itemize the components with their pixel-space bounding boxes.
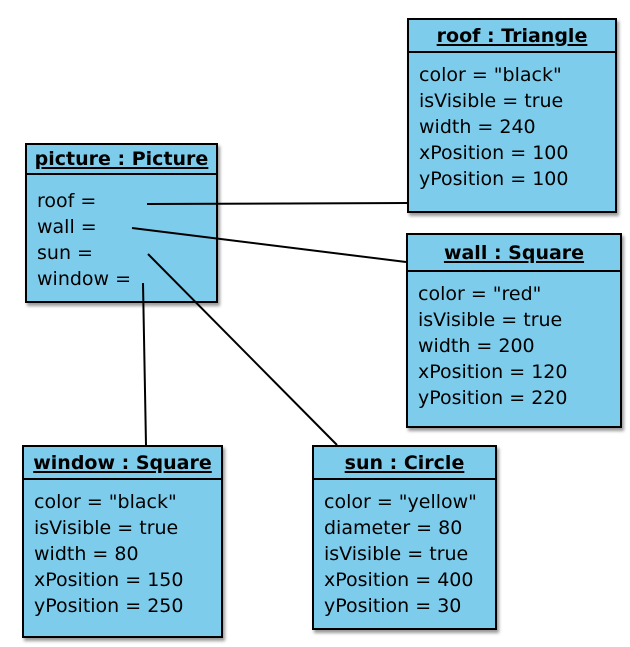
- attr-row: yPosition = 30: [324, 595, 462, 617]
- attr-row: width = 200: [418, 335, 535, 357]
- attr-row: xPosition = 150: [34, 569, 184, 591]
- attr-row: xPosition = 120: [418, 361, 568, 383]
- attr-row: color = "black": [419, 64, 562, 86]
- object-node-window: window : Square color = "black" isVisibl…: [22, 445, 223, 638]
- attr-row: yPosition = 100: [419, 168, 569, 190]
- node-attributes-window: color = "black" isVisible = true width =…: [24, 480, 221, 619]
- node-attributes-wall: color = "red" isVisible = true width = 2…: [408, 272, 620, 411]
- node-title-sun: sun : Circle: [314, 447, 495, 480]
- attr-row: wall =: [37, 216, 97, 238]
- attr-row: isVisible = true: [34, 517, 179, 539]
- object-node-wall: wall : Square color = "red" isVisible = …: [406, 233, 622, 428]
- node-title-wall: wall : Square: [408, 235, 620, 272]
- node-title-roof: roof : Triangle: [409, 20, 615, 53]
- node-title-picture: picture : Picture: [27, 145, 216, 175]
- attr-row: sun =: [37, 242, 93, 264]
- object-node-roof: roof : Triangle color = "black" isVisibl…: [407, 18, 617, 213]
- node-title-window: window : Square: [24, 447, 221, 480]
- object-node-picture: picture : Picture roof = wall = sun = wi…: [25, 143, 218, 303]
- attr-row: diameter = 80: [324, 517, 463, 539]
- attr-row: color = "yellow": [324, 491, 477, 513]
- attr-row: xPosition = 100: [419, 142, 569, 164]
- node-attributes-roof: color = "black" isVisible = true width =…: [409, 53, 615, 192]
- attr-row: isVisible = true: [418, 309, 563, 331]
- node-attributes-picture: roof = wall = sun = window =: [27, 175, 216, 292]
- attr-row: yPosition = 220: [418, 387, 568, 409]
- attr-row: xPosition = 400: [324, 569, 474, 591]
- object-node-sun: sun : Circle color = "yellow" diameter =…: [312, 445, 497, 630]
- attr-row: window =: [37, 268, 132, 290]
- attr-row: color = "red": [418, 283, 542, 305]
- attr-row: width = 80: [34, 543, 139, 565]
- node-attributes-sun: color = "yellow" diameter = 80 isVisible…: [314, 480, 495, 619]
- attr-row: isVisible = true: [419, 90, 564, 112]
- attr-row: color = "black": [34, 491, 177, 513]
- attr-row: isVisible = true: [324, 543, 469, 565]
- attr-row: width = 240: [419, 116, 536, 138]
- attr-row: yPosition = 250: [34, 595, 184, 617]
- attr-row: roof =: [37, 190, 97, 212]
- connector-picture-window: [142, 282, 147, 446]
